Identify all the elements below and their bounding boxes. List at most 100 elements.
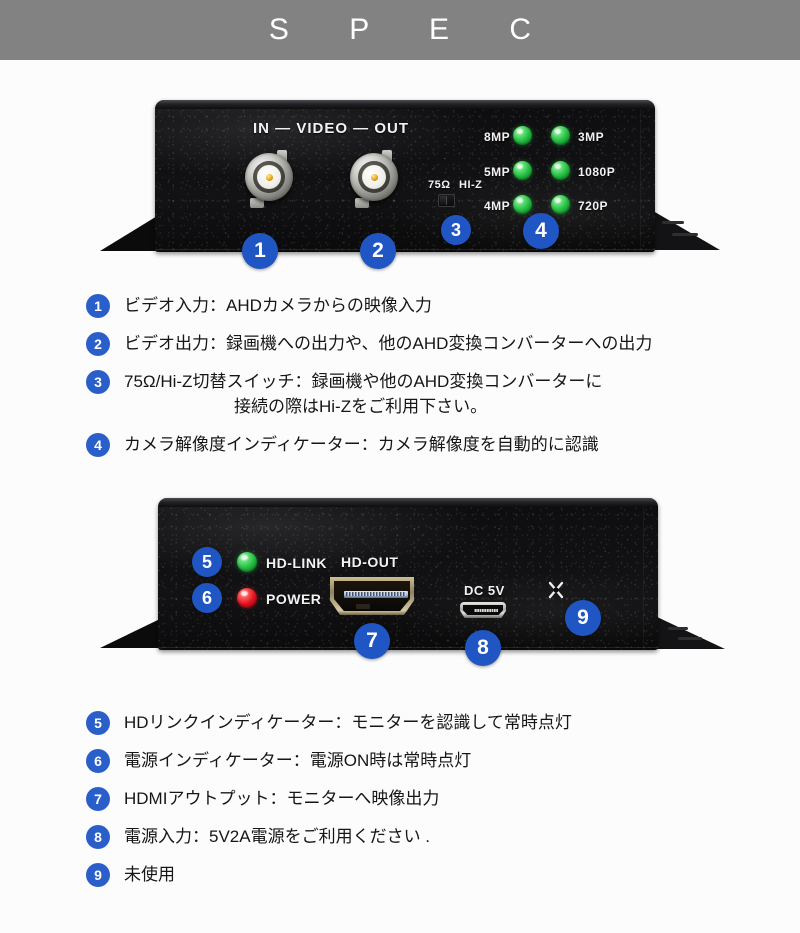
spec-description: 電源入力：5V2A電源をご利用ください . (124, 824, 430, 849)
rear-panel-photo: HD-LINK POWER HD-OUT DC 5V 5 6 7 8 9 (0, 490, 800, 666)
spec-item: 7 HDMIアウトプット：モニターへ映像出力 (86, 786, 786, 811)
bnc-video-out[interactable] (350, 153, 398, 201)
spec-number-badge: 2 (86, 332, 110, 356)
bnc-lug (250, 198, 264, 208)
bnc-lug (355, 198, 369, 208)
chassis-seam-right (640, 109, 641, 250)
spec-description: ビデオ入力：AHDカメラからの映像入力 (124, 293, 432, 318)
led-1080p (551, 161, 570, 180)
spec-item: 4 カメラ解像度インディケーター：カメラ解像度を自動的に認識 (86, 432, 786, 457)
led-5mp (513, 161, 532, 180)
spec-line-1: 75Ω/Hi-Z切替スイッチ：録画機や他のAHD変換コンバーターに (124, 372, 603, 391)
spec-description: カメラ解像度インディケーター：カメラ解像度を自動的に認識 (124, 432, 599, 457)
hdmi-cavity (334, 581, 410, 611)
spec-number-badge: 8 (86, 825, 110, 849)
micro-usb-power-port[interactable] (460, 602, 506, 618)
callout-8[interactable]: 8 (465, 630, 501, 666)
spec-header-bar: S P E C (0, 0, 800, 60)
usb-cavity (463, 605, 503, 615)
spec-description: 電源インディケーター：電源ON時は常時点灯 (124, 748, 471, 773)
callout-7[interactable]: 7 (354, 623, 390, 659)
callout-4[interactable]: 4 (523, 213, 559, 249)
hdmi-key-tab (356, 604, 370, 609)
led-8mp (513, 126, 532, 145)
spec-description: HDリンクインディケーター：モニターを認識して常時点灯 (124, 710, 572, 735)
spec-description: HDMIアウトプット：モニターへ映像出力 (124, 786, 439, 811)
spec-number-badge: 6 (86, 749, 110, 773)
callout-1[interactable]: 1 (242, 233, 278, 269)
impedance-75ohm-label: 75Ω (428, 179, 451, 191)
callout-6[interactable]: 6 (192, 583, 222, 613)
spec-number-badge: 3 (86, 370, 110, 394)
callout-9[interactable]: 9 (565, 600, 601, 636)
spec-line-1: ビデオ出力：録画機への出力や、他のAHD変換コンバーターへの出力 (124, 334, 653, 353)
led-4mp (513, 195, 532, 214)
led-highlight (241, 554, 248, 561)
chassis-top-lip (158, 498, 658, 507)
video-io-label: IN — VIDEO — OUT (253, 120, 410, 137)
callout-3[interactable]: 3 (441, 215, 471, 245)
impedance-hiz-label: HI-Z (459, 179, 483, 191)
spec-item: 5 HDリンクインディケーター：モニターを認識して常時点灯 (86, 710, 786, 735)
spec-line-1: HDMIアウトプット：モニターへ映像出力 (124, 789, 440, 808)
usb-pins (474, 609, 498, 612)
mounting-bracket-left (100, 618, 162, 648)
device-chassis (155, 100, 655, 252)
chassis-seam (158, 647, 658, 648)
bnc-center-pin (266, 174, 273, 181)
bracket-slot (672, 233, 698, 236)
led-highlight (554, 163, 562, 169)
hd-link-label: HD-LINK (266, 555, 328, 571)
spec-number-badge: 1 (86, 294, 110, 318)
front-panel-photo: IN — VIDEO — OUT 75Ω HI-Z 8MP 3MP 5MP 10… (0, 88, 800, 288)
chassis-seam-right (643, 507, 644, 648)
led-label-4mp: 4MP (484, 199, 511, 213)
hd-out-label: HD-OUT (341, 554, 399, 570)
led-highlight (516, 128, 524, 134)
spec-number-badge: 5 (86, 711, 110, 735)
spec-line-1: カメラ解像度インディケーター：カメラ解像度を自動的に認識 (124, 435, 599, 454)
page-title: S P E C (268, 13, 558, 46)
bracket-slot (668, 627, 688, 630)
led-3mp (551, 126, 570, 145)
spec-description: ビデオ出力：録画機への出力や、他のAHD変換コンバーターへの出力 (124, 331, 652, 356)
led-highlight (516, 163, 524, 169)
spec-number-badge: 9 (86, 863, 110, 887)
spec-line-1: ビデオ入力：AHDカメラからの映像入力 (124, 296, 432, 315)
led-label-8mp: 8MP (484, 130, 511, 144)
impedance-slide-switch[interactable] (438, 194, 455, 207)
spec-number-badge: 7 (86, 787, 110, 811)
led-720p (551, 195, 570, 214)
spec-item: 6 電源インディケーター：電源ON時は常時点灯 (86, 748, 786, 773)
unused-x-icon (548, 581, 564, 599)
bnc-dielectric (257, 165, 281, 189)
callout-5[interactable]: 5 (192, 547, 222, 577)
hdmi-pins (346, 592, 406, 596)
power-label: POWER (266, 591, 322, 607)
mounting-bracket-left (100, 213, 162, 251)
bnc-video-in[interactable] (245, 153, 293, 201)
spec-list-rear: 5 HDリンクインディケーター：モニターを認識して常時点灯 6 電源インディケー… (86, 710, 786, 900)
spec-item: 9 未使用 (86, 862, 786, 887)
callout-2[interactable]: 2 (360, 233, 396, 269)
spec-line-2: 接続の際はHi-Zをご利用下さい。 (234, 397, 488, 416)
spec-line-1: 未使用 (124, 865, 175, 884)
chassis-top-lip (155, 100, 655, 109)
spec-item: 8 電源入力：5V2A電源をご利用ください . (86, 824, 786, 849)
led-hd-link (237, 552, 257, 572)
bracket-slot (678, 637, 702, 640)
hdmi-output-port[interactable] (330, 577, 414, 615)
led-highlight (554, 128, 562, 134)
led-highlight (241, 590, 248, 597)
chassis-seam (155, 249, 655, 250)
led-power (237, 588, 257, 608)
spec-line-1: 電源入力：5V2A電源をご利用ください . (124, 827, 431, 846)
led-label-3mp: 3MP (578, 130, 605, 144)
led-highlight (516, 197, 524, 203)
spec-item: 3 75Ω/Hi-Z切替スイッチ：録画機や他のAHD変換コンバーターに 接続の際… (86, 369, 786, 419)
spec-description: 75Ω/Hi-Z切替スイッチ：録画機や他のAHD変換コンバーターに 接続の際はH… (124, 369, 602, 419)
dc-5v-label: DC 5V (464, 583, 505, 598)
spec-item: 2 ビデオ出力：録画機への出力や、他のAHD変換コンバーターへの出力 (86, 331, 786, 356)
spec-line-1: HDリンクインディケーター：モニターを認識して常時点灯 (124, 713, 572, 732)
spec-item: 1 ビデオ入力：AHDカメラからの映像入力 (86, 293, 786, 318)
